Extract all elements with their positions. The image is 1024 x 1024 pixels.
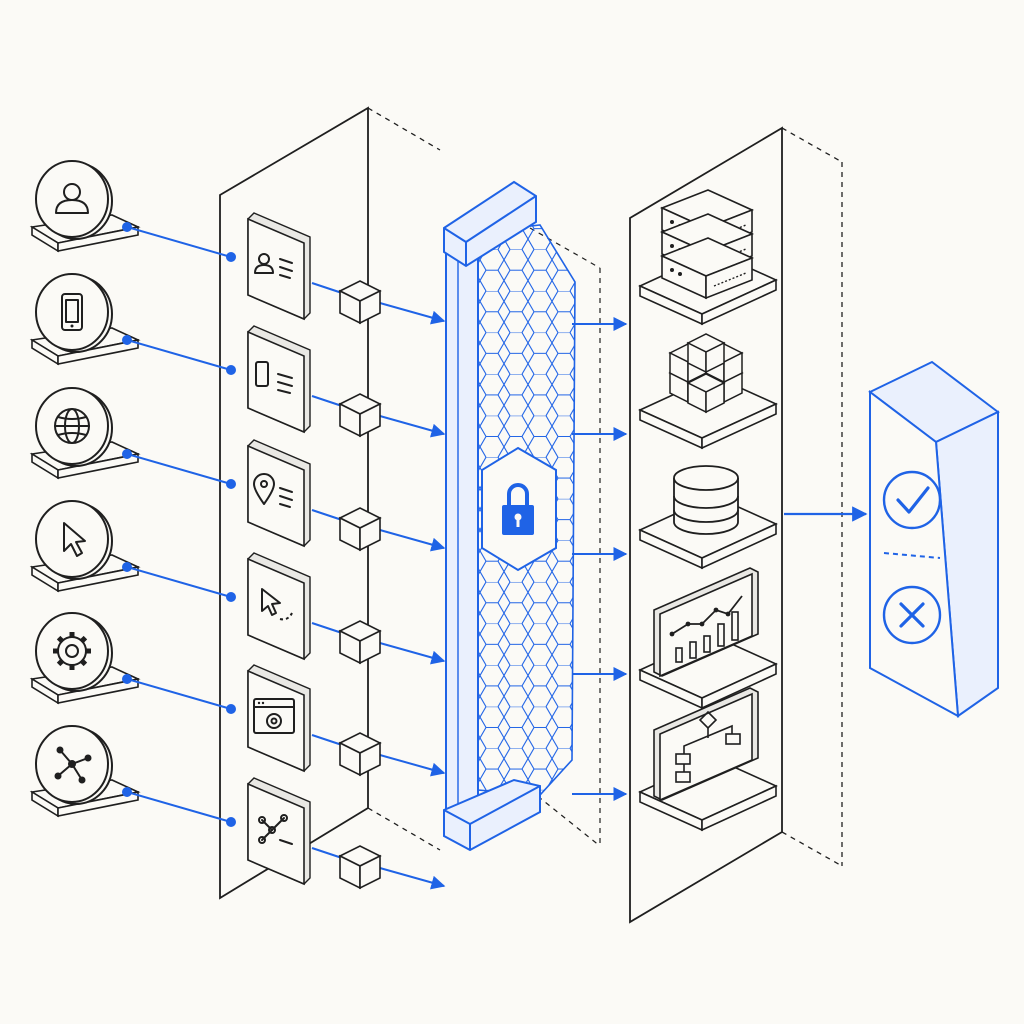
location-card-icon bbox=[253, 473, 293, 508]
mobile-connector bbox=[122, 335, 236, 375]
settings-data-card bbox=[247, 664, 311, 773]
user-connector bbox=[122, 222, 236, 262]
source-icons bbox=[29, 160, 141, 818]
graph-card-icon bbox=[258, 814, 293, 845]
user-flow-arrow bbox=[311, 282, 446, 325]
web-data-card bbox=[247, 439, 311, 548]
user-icon bbox=[55, 183, 89, 214]
globe-icon bbox=[54, 408, 90, 444]
lock-icon bbox=[481, 446, 557, 572]
user-data-cube bbox=[338, 280, 382, 325]
profile-card-icon bbox=[254, 253, 293, 279]
server-rack-icon bbox=[638, 189, 778, 326]
settings-flow-arrow bbox=[311, 734, 446, 777]
network-connector bbox=[122, 787, 236, 827]
web-flow-arrow bbox=[311, 509, 446, 552]
cursor-icon bbox=[63, 522, 86, 557]
click-source bbox=[29, 500, 141, 593]
click-path-card-icon bbox=[261, 588, 293, 621]
network-icon bbox=[54, 746, 92, 784]
click-data-cube bbox=[338, 620, 382, 665]
x-icon bbox=[882, 585, 942, 645]
data-cards bbox=[122, 212, 446, 890]
click-connector bbox=[122, 562, 236, 602]
cube-stack-icon bbox=[638, 333, 778, 450]
security-gateway bbox=[443, 180, 601, 852]
network-flow-arrow bbox=[311, 847, 446, 890]
network-source bbox=[29, 725, 141, 818]
user-data-card bbox=[247, 212, 311, 321]
network-data-cube bbox=[338, 845, 382, 890]
network-data-card bbox=[247, 777, 311, 886]
settings-data-cube bbox=[338, 732, 382, 777]
flowchart-icon bbox=[638, 687, 778, 832]
web-source bbox=[29, 387, 141, 480]
database-icon bbox=[638, 465, 778, 570]
web-connector bbox=[122, 449, 236, 489]
mobile-data-cube bbox=[338, 393, 382, 438]
gateway-bottom-cap bbox=[443, 778, 541, 852]
gear-icon bbox=[53, 632, 91, 670]
user-source bbox=[29, 160, 141, 253]
mobile-flow-arrow bbox=[311, 395, 446, 438]
settings-source bbox=[29, 612, 141, 705]
settings-connector bbox=[122, 674, 236, 714]
config-window-card-icon bbox=[253, 698, 295, 734]
mobile-source bbox=[29, 273, 141, 366]
decision-divider bbox=[883, 552, 941, 559]
line-bar-chart-icon bbox=[638, 567, 778, 710]
click-flow-arrow bbox=[311, 622, 446, 665]
smartphone-icon bbox=[61, 293, 83, 331]
mobile-data-card bbox=[247, 325, 311, 434]
click-data-card bbox=[247, 552, 311, 661]
web-data-cube bbox=[338, 507, 382, 552]
decision-box bbox=[868, 360, 1000, 718]
check-icon bbox=[882, 470, 942, 530]
destination-icons bbox=[572, 189, 778, 832]
device-card-icon bbox=[255, 361, 293, 394]
